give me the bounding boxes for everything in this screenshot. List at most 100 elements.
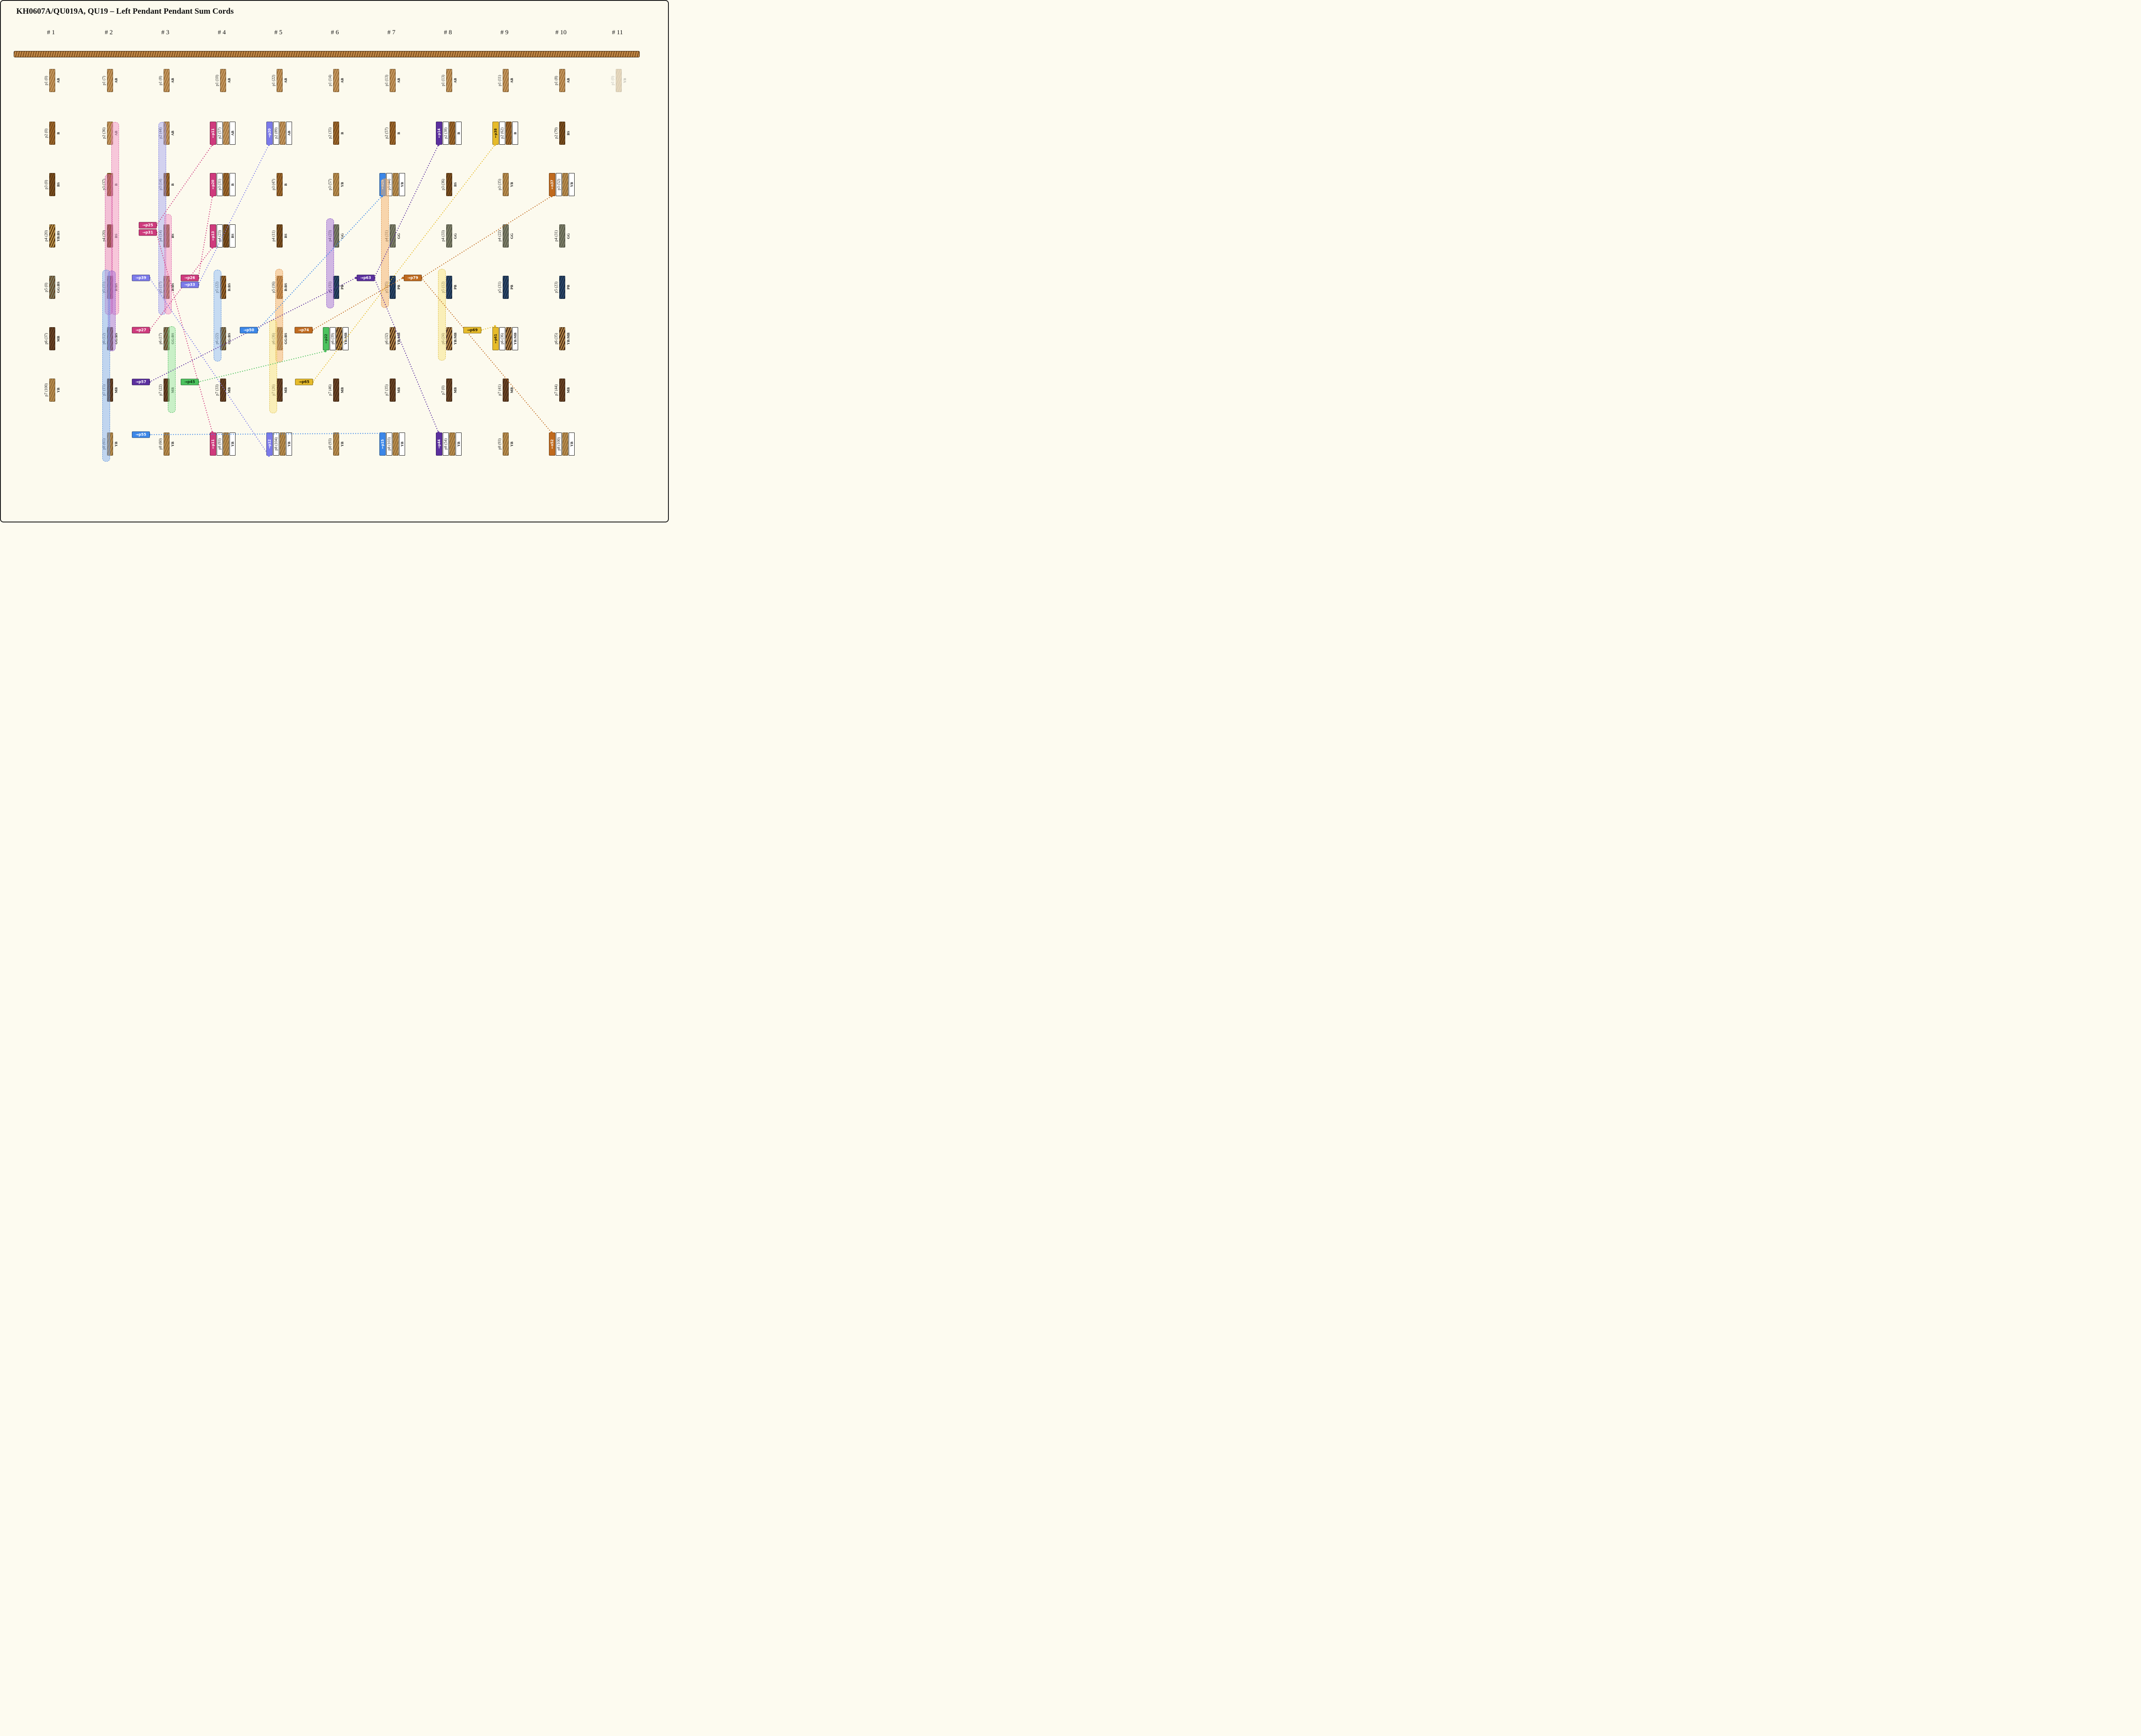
pendant-8-p3[interactable]: p3 (36)BS bbox=[441, 173, 458, 196]
pendant-3-p7[interactable]: p7 (22)MB bbox=[158, 379, 175, 402]
pendant-4-p6[interactable]: p6 (22)GG:BS bbox=[215, 327, 232, 350]
pendant-9-p1[interactable]: p1 (11)AB bbox=[497, 69, 514, 92]
sum-badge-p50[interactable]: →p50 bbox=[240, 327, 258, 334]
sum-badge-p11[interactable]: ←p11 bbox=[210, 122, 216, 145]
pendant-10-p4[interactable]: p4 (31)GG bbox=[554, 224, 571, 248]
pendant-6-p5[interactable]: p5 (31)PB bbox=[328, 276, 345, 299]
sum-badge-p74[interactable]: →p74 bbox=[295, 327, 313, 334]
pendant-6-p7[interactable]: p7 (46)MB bbox=[328, 379, 345, 402]
pendant-1-p4[interactable]: p4 (20)YB:BS bbox=[44, 224, 61, 248]
pendant-2-p4[interactable]: p4 (20)BS bbox=[101, 224, 119, 248]
pendant-7-p5[interactable]: p5 (25)PB bbox=[384, 276, 401, 299]
pendant-5-p3[interactable]: p3 (47)B bbox=[271, 173, 288, 196]
sum-badge-p65[interactable]: →p65 bbox=[295, 379, 313, 385]
pendant-8-p7[interactable]: p7 (0)MB bbox=[441, 379, 458, 402]
sum-badge-n29[interactable]: ←n29 bbox=[379, 173, 386, 196]
pendant-4-p7[interactable]: p7 (33)MB bbox=[215, 379, 232, 402]
pendant-2-p3[interactable]: p3 (37)B bbox=[101, 173, 119, 196]
sum-badge-p13[interactable]: ←p13 bbox=[210, 224, 216, 248]
sum-badge-p79[interactable]: →p79 bbox=[404, 274, 422, 281]
sum-badge-p44[interactable]: →p44 bbox=[436, 433, 442, 456]
pendant-6-p4[interactable]: p4 (23)GG bbox=[328, 224, 345, 248]
pendant-7-p2[interactable]: p2 (57)B bbox=[384, 122, 401, 145]
pendant-7-p7[interactable]: p7 (35)MB bbox=[384, 379, 401, 402]
pendant-10-p2[interactable]: p2 (79)BS bbox=[554, 122, 571, 145]
pendant-3-p2[interactable]: p2 (44)AB bbox=[158, 122, 175, 145]
pendant-10-p1[interactable]: p1 (8)AB bbox=[554, 69, 571, 92]
pendant-1-p7[interactable]: p7 (100)YB bbox=[44, 379, 61, 402]
pendant-9-p3[interactable]: p3 (35)YB bbox=[497, 173, 514, 196]
sum-badge-p63[interactable]: →p63 bbox=[357, 274, 375, 281]
sum-badge-p69[interactable]: →p69 bbox=[463, 327, 481, 334]
pendant-3-p4[interactable]: p4 (14)BS bbox=[158, 224, 175, 248]
sum-badge-p61[interactable]: ←p61 bbox=[492, 327, 499, 350]
pendant-2-p1[interactable]: p1 (7)AB bbox=[101, 69, 119, 92]
sum-badge-p39[interactable]: →p39 bbox=[132, 274, 150, 281]
pendant-8-p6[interactable]: p6 (24)YB:MB bbox=[441, 327, 458, 350]
sum-badge-p31[interactable]: →p31 bbox=[139, 229, 157, 236]
pendant-2-p8[interactable]: p8 (65)YB bbox=[101, 433, 119, 456]
pendant-9-p7[interactable]: p7 (41)MB bbox=[497, 379, 514, 402]
pendant-6-p3[interactable]: p3 (57)YB bbox=[328, 173, 345, 196]
pendant-5-p7[interactable]: p7 (26)MB bbox=[271, 379, 288, 402]
sum-badge-p20[interactable]: →p20 bbox=[266, 122, 273, 145]
pendant-11-p1[interactable]: p1 (0)YB bbox=[610, 69, 627, 92]
pendant-3-p6[interactable]: p6 (17)GG:BS bbox=[158, 327, 175, 350]
pendant-8-p1[interactable]: p1 (13)AB bbox=[441, 69, 458, 92]
sum-badge-p27[interactable]: →p27 bbox=[132, 327, 150, 334]
pendant-3-p1[interactable]: p1 (8)AB bbox=[158, 69, 175, 92]
sum-badge-n52[interactable]: ←n52 bbox=[549, 433, 555, 456]
pendant-1-p5[interactable]: p5 (0)GG:BS bbox=[44, 276, 61, 299]
sum-badge-p15[interactable]: ←p15 bbox=[379, 433, 386, 456]
pendant-7-p1[interactable]: p1 (13)AB bbox=[384, 69, 401, 92]
pendant-7-p6[interactable]: p6 (32)YB:MB bbox=[384, 327, 401, 350]
sum-badge-n37[interactable]: ←n37 bbox=[549, 173, 555, 196]
pendant-1-p6[interactable]: p6 (37)MB bbox=[44, 327, 61, 350]
pendant-6-p8[interactable]: p8 (93)YB bbox=[328, 433, 345, 456]
pendant-8-p4[interactable]: p4 (33)GG bbox=[441, 224, 458, 248]
pendant-6-p1[interactable]: p1 (14)AB bbox=[328, 69, 345, 92]
pendant-4-p5[interactable]: p5 (22)B:BS bbox=[215, 276, 232, 299]
sum-badge-p45[interactable]: →p45 bbox=[181, 379, 199, 385]
sum-badge-p25[interactable]: →p25 bbox=[139, 222, 157, 229]
pendant-10-p5[interactable]: p5 (23)PB bbox=[554, 276, 571, 299]
pendant-3-p3[interactable]: p3 (14)B bbox=[158, 173, 175, 196]
sum-badge-p26[interactable]: →p26 bbox=[181, 274, 199, 281]
pendant-5-p1[interactable]: p1 (22)AB bbox=[271, 69, 288, 92]
sum-badge-p22[interactable]: ←p22 bbox=[323, 327, 329, 350]
pendant-5-p6[interactable]: p6 (36)GG:BS bbox=[271, 327, 288, 350]
pendant-2-p2[interactable]: p2 (36)AB bbox=[101, 122, 119, 145]
sum-badge-p55[interactable]: →p55 bbox=[132, 431, 150, 438]
pendant-2-p6[interactable]: p6 (12)GG:BS bbox=[101, 327, 119, 350]
pendant-2-p5[interactable]: p5 (11)B:BS bbox=[101, 276, 119, 299]
pendant-5-p4[interactable]: p4 (11)BS bbox=[271, 224, 288, 248]
pendant-7-p4[interactable]: p4 (31)GG bbox=[384, 224, 401, 248]
pendant-6-p2[interactable]: p2 (35)B bbox=[328, 122, 345, 145]
pendant-9-p8[interactable]: p8 (93)YB bbox=[497, 433, 514, 456]
pendant-5-p5[interactable]: p5 (16)B:BS bbox=[271, 276, 288, 299]
sum-badge-p11[interactable]: ←p11 bbox=[210, 433, 216, 456]
sum-badge-p12[interactable]: →p12 bbox=[266, 433, 273, 456]
pendant-4-p1[interactable]: p1 (10)AB bbox=[215, 69, 232, 92]
pendant-10-p6[interactable]: p6 (35)YB:MB bbox=[554, 327, 571, 350]
pendant-9-p5[interactable]: p5 (31)PB bbox=[497, 276, 514, 299]
sum-badge-p14[interactable]: ←p14 bbox=[436, 122, 442, 145]
pendant-3-p5[interactable]: p5 (17)B:BS bbox=[158, 276, 175, 299]
pendant-1-p1[interactable]: p1 (0)AB bbox=[44, 69, 61, 92]
pendant-9-p4[interactable]: p4 (22)GG bbox=[497, 224, 514, 248]
pendant-3-p8[interactable]: p8 (60)YB bbox=[158, 433, 175, 456]
sum-badge-p20[interactable]: ←p20 bbox=[210, 173, 216, 196]
sum-badge-p57[interactable]: →p57 bbox=[132, 379, 150, 385]
